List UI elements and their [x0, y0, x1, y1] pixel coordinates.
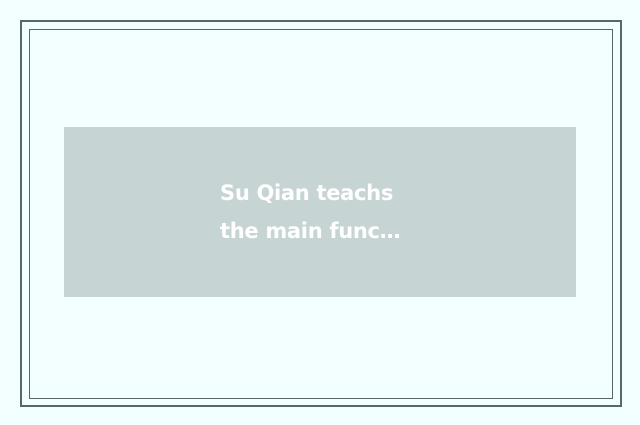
caption-line-2: the main func… — [220, 219, 401, 243]
caption-line-1: Su Qian teachs — [220, 181, 394, 205]
caption: Su Qian teachs the main func… — [220, 174, 410, 250]
inner-frame — [29, 29, 613, 399]
outer-frame — [20, 20, 622, 407]
image-placeholder[interactable]: Su Qian teachs the main func… — [64, 127, 576, 297]
